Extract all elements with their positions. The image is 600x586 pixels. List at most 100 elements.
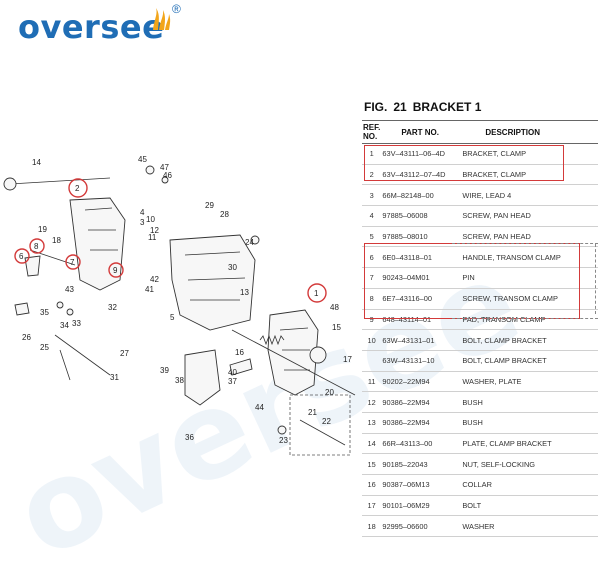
- callout-11: 11: [148, 233, 157, 242]
- cell-desc: PIN: [461, 267, 598, 289]
- spring-part: [259, 334, 285, 346]
- callout-6: 6: [19, 252, 24, 261]
- cell-ref: 16: [362, 474, 382, 496]
- callout-31: 31: [110, 373, 119, 382]
- cell-part: 66R–43113–00: [381, 433, 462, 455]
- cell-desc: NUT, SELF-LOCKING: [461, 453, 598, 475]
- callout-40: 40: [228, 368, 237, 377]
- callout-41: 41: [145, 285, 154, 294]
- callout-13: 13: [240, 288, 249, 297]
- callout-28: 28: [220, 210, 229, 219]
- cell-part: 63W–43131–01: [381, 329, 462, 351]
- callout-4: 4: [140, 208, 145, 217]
- cell-part: 90243–04M01: [381, 267, 462, 289]
- cell-part: 90386–22M94: [381, 391, 462, 413]
- callout-9: 9: [113, 266, 118, 275]
- callout-36: 36: [185, 433, 194, 442]
- cell-ref: [362, 350, 382, 372]
- cell-part: 648–43114–01: [381, 309, 462, 331]
- callout-20: 20: [325, 388, 334, 397]
- callout-46: 46: [163, 171, 172, 180]
- callout-24: 24: [245, 238, 254, 247]
- exploded-diagram: 1234567891011121314151617181920212223242…: [3, 155, 356, 456]
- callout-12: 12: [150, 226, 159, 235]
- cell-desc: PLATE, CLAMP BRACKET: [461, 433, 598, 455]
- highlight-box-rows-1-2: [364, 145, 564, 181]
- cell-part: 6E0–43118–01: [381, 246, 462, 269]
- swivel-bracket: [169, 234, 256, 331]
- cell-part: 90386–22M94: [381, 412, 462, 434]
- cell-ref: 4: [362, 205, 382, 227]
- cell-desc: BUSH: [461, 391, 598, 413]
- cell-desc: PAD, TRANSOM CLAMP: [461, 309, 598, 331]
- callout-35: 35: [40, 308, 49, 317]
- detail-box: [289, 394, 351, 456]
- callout-25: 25: [40, 343, 49, 352]
- cell-ref: 18: [362, 515, 382, 538]
- cell-desc: SCREW, TRANSOM CLAMP: [461, 288, 598, 310]
- highlight-circle-2: [68, 178, 88, 198]
- callout-2: 2: [75, 184, 80, 193]
- cell-desc: SCREW, PAN HEAD: [461, 205, 598, 227]
- header-desc: DESCRIPTION: [461, 120, 598, 144]
- callout-16: 16: [235, 348, 244, 357]
- highlight-circle-8: [29, 238, 45, 254]
- cell-ref: 8: [362, 288, 382, 310]
- callout-7: 7: [70, 258, 75, 267]
- cell-ref: 3: [362, 184, 382, 207]
- cell-ref: 10: [362, 329, 382, 351]
- callout-34: 34: [60, 321, 69, 330]
- callout-5: 5: [170, 313, 175, 322]
- registered-mark: ®: [172, 2, 181, 16]
- callout-26: 26: [22, 333, 31, 342]
- callout-37: 37: [228, 377, 237, 386]
- callout-48: 48: [330, 303, 339, 312]
- fig-name: BRACKET 1: [412, 100, 482, 114]
- callout-1: 1: [314, 289, 319, 298]
- fig-label: FIG.: [364, 100, 388, 114]
- cell-part: 6E7–43116–00: [381, 288, 462, 310]
- callout-labels: 1234567891011121314151617181920212223242…: [19, 155, 352, 445]
- callout-21: 21: [308, 408, 317, 417]
- cell-ref: 12: [362, 391, 382, 413]
- callout-33: 33: [72, 319, 81, 328]
- header-ref: REF. NO.: [362, 120, 382, 144]
- cell-desc: BOLT, CLAMP BRACKET: [461, 350, 598, 372]
- cell-ref: 13: [362, 412, 382, 434]
- cell-part: 63W–43131–10: [381, 350, 462, 372]
- callout-22: 22: [322, 417, 331, 426]
- callout-38: 38: [175, 376, 184, 385]
- callout-3: 3: [140, 218, 145, 227]
- cell-part: 90202–22M94: [381, 371, 462, 393]
- callout-32: 32: [108, 303, 117, 312]
- cell-ref: 9: [362, 309, 382, 331]
- cell-part: 90387–06M13: [381, 474, 462, 496]
- callout-43: 43: [65, 285, 74, 294]
- callout-8: 8: [34, 242, 39, 251]
- cell-ref: 11: [362, 371, 382, 393]
- cell-desc: WASHER, PLATE: [461, 371, 598, 393]
- highlight-circle-7: [65, 254, 81, 270]
- clamp-bracket-left: [69, 197, 126, 291]
- cell-desc: BOLT: [461, 495, 598, 517]
- callout-47: 47: [160, 163, 169, 172]
- highlight-circle-6: [14, 248, 30, 264]
- cell-desc: SCREW, PAN HEAD: [461, 226, 598, 248]
- cell-ref: 15: [362, 453, 382, 475]
